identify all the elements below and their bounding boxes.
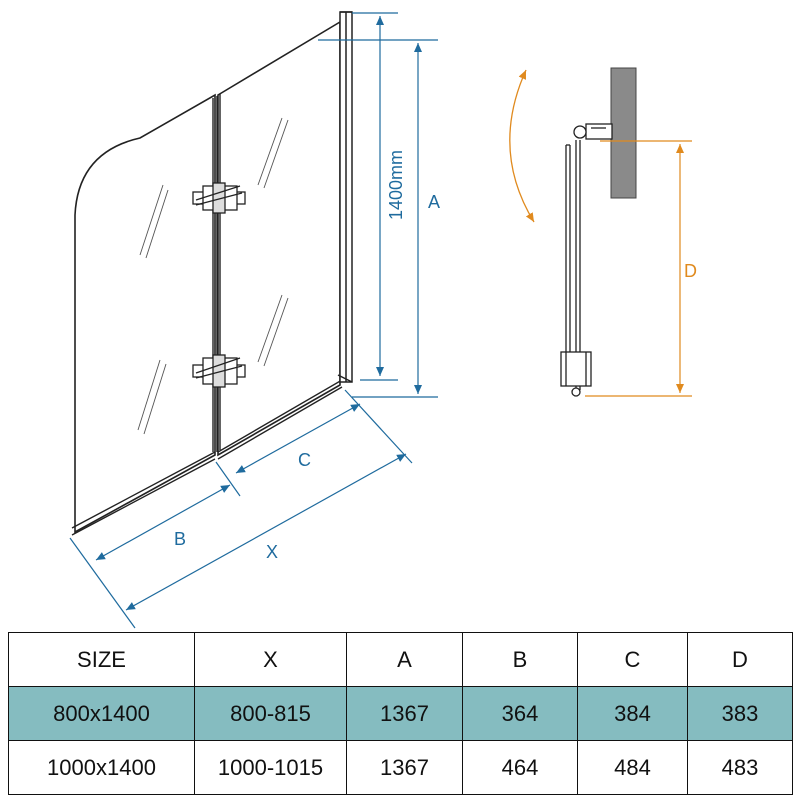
- a-label: A: [428, 192, 440, 212]
- table-row: 1000x1400 1000-1015 1367 464 484 483: [8, 740, 793, 795]
- height-label: 1400mm: [386, 150, 406, 220]
- header-b: B: [462, 632, 578, 687]
- table-header-row: SIZE X A B C D: [8, 632, 793, 687]
- cell-a: 1367: [346, 740, 463, 795]
- cell-d: 483: [687, 740, 793, 795]
- top-view: D: [509, 67, 697, 397]
- cell-x: 800-815: [194, 686, 347, 741]
- shower-screen-diagram: 1400mm A B C X: [69, 11, 697, 629]
- hinge-bottom: [192, 354, 246, 388]
- glass-reflections: [137, 117, 289, 435]
- wall-profile: [337, 11, 353, 383]
- wall-section: [610, 67, 637, 199]
- header-a: A: [346, 632, 463, 687]
- cell-b: 364: [462, 686, 578, 741]
- b-dimension-line: [95, 484, 231, 561]
- size-spec-table: SIZE X A B C D 800x1400 800-815 1367 364…: [8, 632, 793, 795]
- dimension-labels: 1400mm A B C X: [174, 150, 440, 562]
- cell-d: 383: [687, 686, 793, 741]
- center-profile: [212, 94, 221, 452]
- right-glass-panel: [217, 20, 341, 457]
- cell-b: 464: [462, 740, 578, 795]
- c-label: C: [298, 450, 311, 470]
- dimension-lines: [69, 12, 438, 629]
- x-label: X: [266, 542, 278, 562]
- cell-size: 1000x1400: [8, 740, 195, 795]
- header-c: C: [577, 632, 688, 687]
- left-glass-panel: [74, 93, 216, 534]
- wall-bracket: [573, 123, 613, 140]
- header-size: SIZE: [8, 632, 195, 687]
- cell-x: 1000-1015: [194, 740, 347, 795]
- cell-c: 384: [577, 686, 688, 741]
- cell-size: 800x1400: [8, 686, 195, 741]
- d-dimension: [585, 140, 692, 397]
- d-label: D: [684, 261, 697, 281]
- panel-profile-vertical: [560, 140, 592, 397]
- b-label: B: [174, 529, 186, 549]
- cell-a: 1367: [346, 686, 463, 741]
- header-d: D: [687, 632, 793, 687]
- swing-arc: [509, 69, 535, 223]
- hinge-top: [192, 182, 246, 214]
- table-row: 800x1400 800-815 1367 364 384 383: [8, 686, 793, 741]
- shower-screen: [71, 11, 353, 536]
- cell-c: 484: [577, 740, 688, 795]
- x-dimension-line: [125, 453, 407, 611]
- header-x: X: [194, 632, 347, 687]
